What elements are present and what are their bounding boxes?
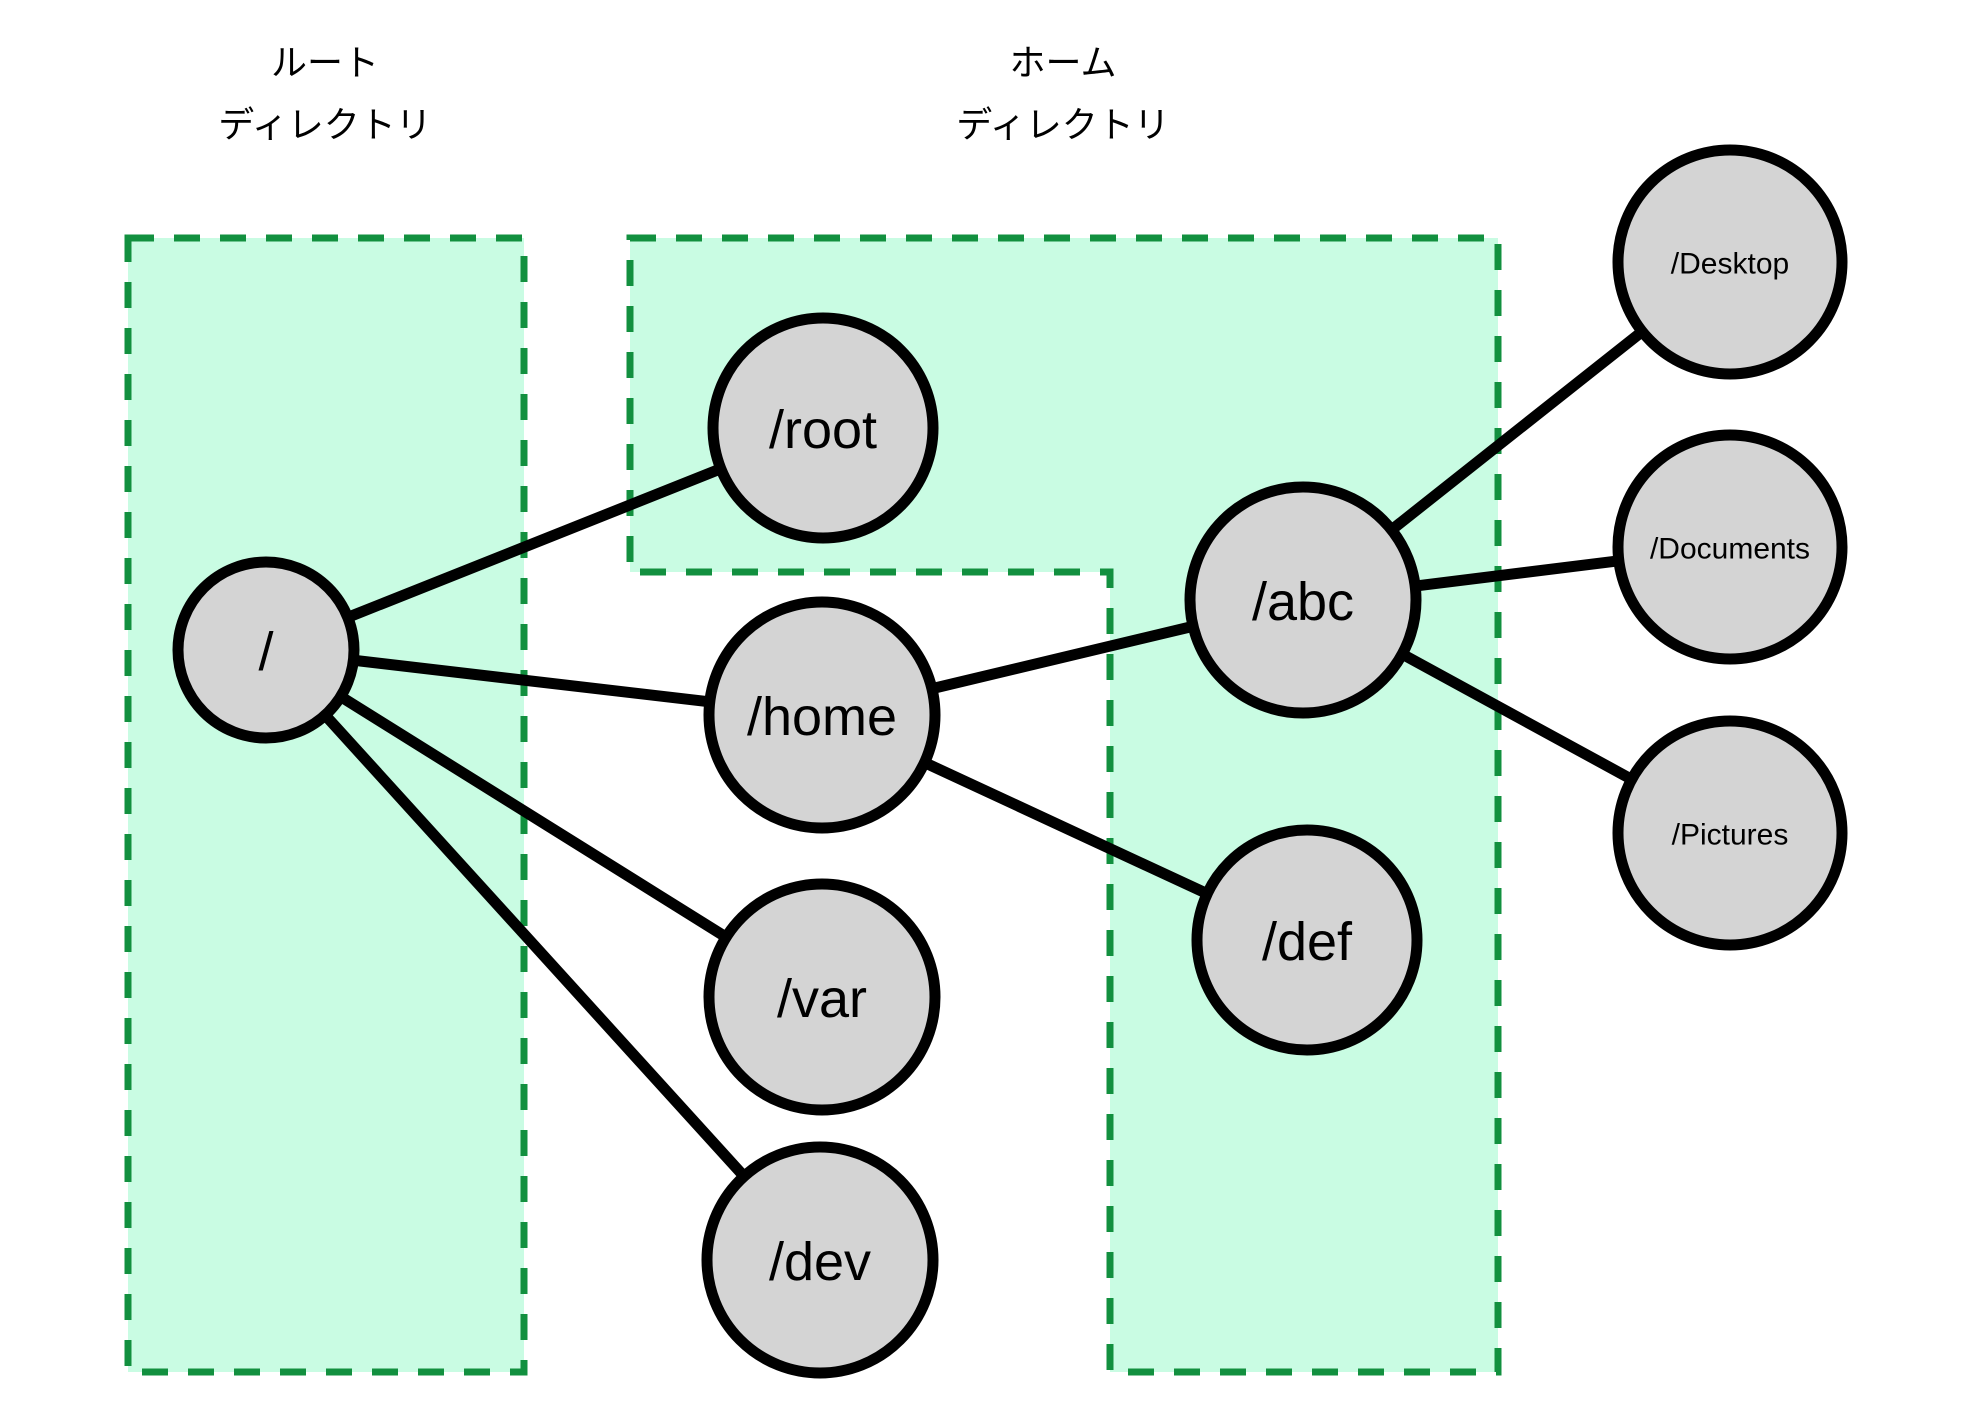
node-def-circle[interactable] <box>1191 824 1423 1056</box>
node-documents[interactable]: /Documents <box>1612 429 1848 665</box>
edge-root-to-var <box>331 688 736 945</box>
node-var-circle[interactable] <box>703 878 941 1116</box>
node-desktop-circle[interactable] <box>1612 144 1848 380</box>
node-root-circle[interactable] <box>172 556 360 744</box>
root-directory-region <box>124 234 528 1376</box>
edge-root-to-root-home <box>338 461 731 625</box>
node-root-label: / <box>258 622 273 682</box>
node-pictures-circle[interactable] <box>1612 715 1848 951</box>
node-var-label: /var <box>777 969 867 1029</box>
edge-root-to-home <box>343 654 720 708</box>
home-directory-label-line2: ディレクトリ <box>956 104 1169 145</box>
node-home-circle[interactable] <box>703 596 941 834</box>
edge-home-to-abc <box>922 619 1203 696</box>
node-def-label: /def <box>1262 912 1353 972</box>
node-abc[interactable]: /abc <box>1184 481 1422 719</box>
node-pictures-label: /Pictures <box>1672 819 1789 852</box>
root-directory-label-line1: ルート <box>271 42 379 83</box>
node-desktop-label: /Desktop <box>1671 248 1789 281</box>
node-abc-label: /abc <box>1252 572 1354 632</box>
node-root-home-circle[interactable] <box>707 312 939 544</box>
edge-abc-to-desktop <box>1382 323 1651 538</box>
node-documents-circle[interactable] <box>1612 429 1848 665</box>
root-directory-label-line2: ディレクトリ <box>218 104 431 145</box>
node-home-label: /home <box>747 687 897 747</box>
node-root-home[interactable]: /root <box>707 312 939 544</box>
node-def[interactable]: /def <box>1191 824 1423 1056</box>
node-pictures[interactable]: /Pictures <box>1612 715 1848 951</box>
node-root-home-label: /root <box>769 400 877 460</box>
edge-home-to-def <box>915 755 1217 901</box>
nodes-layer: / /root/home/var/dev/abc/def/Desktop/Docu… <box>172 144 1848 1379</box>
edges-layer <box>316 323 1651 1185</box>
node-desktop[interactable]: /Desktop <box>1612 144 1848 380</box>
edge-abc-to-documents <box>1405 554 1629 593</box>
node-home[interactable]: /home <box>703 596 941 834</box>
edge-root-to-dev <box>316 706 753 1185</box>
node-root[interactable]: / <box>172 556 360 744</box>
node-dev[interactable]: /dev <box>701 1141 939 1379</box>
home-directory-label-line1: ホーム <box>1010 42 1117 83</box>
node-abc-circle[interactable] <box>1184 481 1422 719</box>
node-documents-label: /Documents <box>1650 533 1810 566</box>
edge-abc-to-pictures <box>1393 646 1641 787</box>
node-dev-circle[interactable] <box>701 1141 939 1379</box>
node-var[interactable]: /var <box>703 878 941 1116</box>
node-dev-label: /dev <box>769 1232 871 1292</box>
